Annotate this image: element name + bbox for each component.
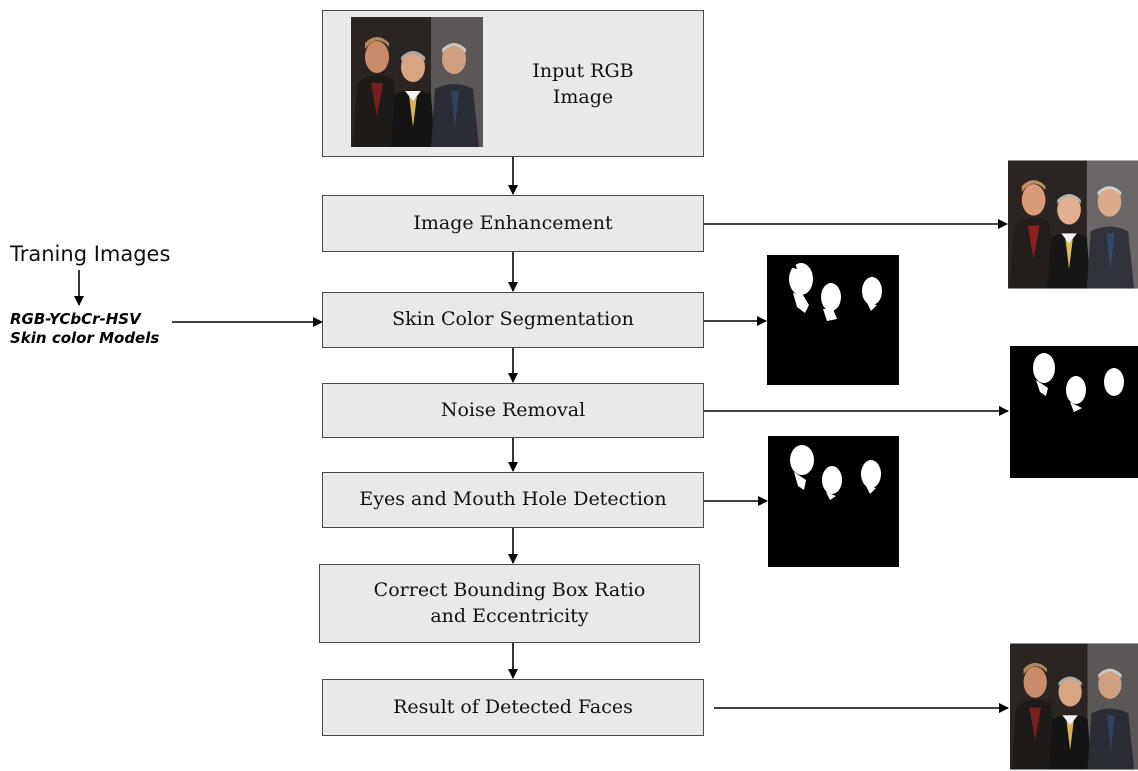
skin-color-model-label: RGB-YCbCr-HSV Skin color Models (10, 310, 160, 347)
step-image-enhancement: Image Enhancement (322, 195, 704, 252)
segmentation-mask-output (767, 255, 899, 385)
step-label: Eyes and Mouth Hole Detection (359, 488, 667, 511)
input-image-label: Input RGB Image (532, 60, 634, 108)
eyes-mouth-mask-output (768, 436, 899, 567)
step-eyes-mouth-hole-detection: Eyes and Mouth Hole Detection (322, 472, 704, 528)
step-result-detected-faces: Result of Detected Faces (322, 679, 704, 736)
detected-faces-output-photo (1010, 643, 1138, 770)
step-skin-color-segmentation: Skin Color Segmentation (322, 292, 704, 348)
step-noise-removal: Noise Removal (322, 383, 704, 438)
training-images-title: Traning Images (10, 242, 171, 266)
enhanced-output-photo (1008, 160, 1138, 289)
step-label: Noise Removal (440, 398, 586, 421)
step-label: Result of Detected Faces (393, 695, 633, 718)
step-label: Skin Color Segmentation (392, 308, 634, 331)
step-label: Image Enhancement (413, 211, 613, 234)
step-label: Correct Bounding Box Ratio and Eccentric… (373, 578, 646, 627)
input-image-box: Input RGB Image (322, 10, 704, 157)
noise-removal-mask-output (1010, 346, 1138, 478)
step-bounding-box-eccentricity: Correct Bounding Box Ratio and Eccentric… (319, 564, 700, 643)
input-photo (351, 17, 483, 147)
